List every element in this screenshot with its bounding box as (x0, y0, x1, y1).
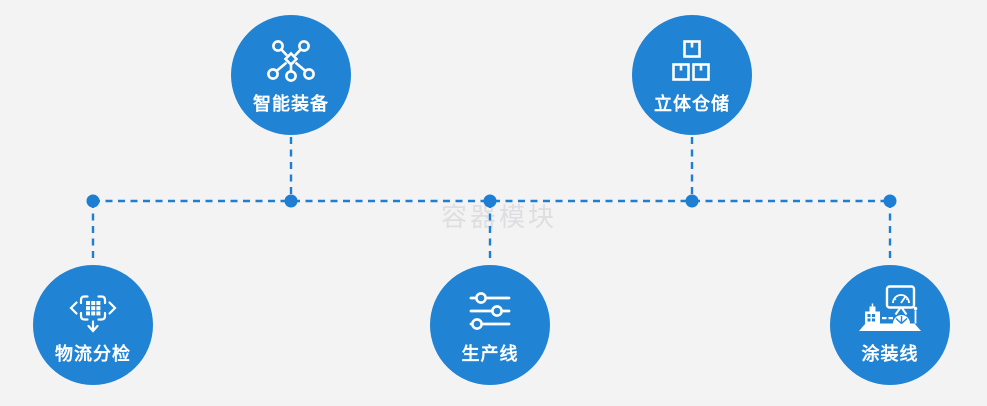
stacked-boxes-icon (670, 37, 714, 85)
network-nodes-icon (267, 37, 315, 85)
junction-dot (86, 194, 100, 208)
watermark: 容器模块 (441, 203, 558, 233)
node-label: 物流分检 (55, 343, 131, 365)
junction-dot (483, 194, 497, 208)
junction-dot (685, 194, 699, 208)
sliders-icon (468, 287, 512, 335)
junction-dot (284, 194, 298, 208)
junction-dot (883, 194, 897, 208)
node-coating-line[interactable]: 涂装线 (830, 265, 950, 385)
node-production-line[interactable]: 生产线 (430, 265, 550, 385)
node-label: 生产线 (461, 343, 519, 365)
sorting-arrows-icon (69, 287, 117, 335)
node-logistics-sorting[interactable]: 物流分检 (33, 265, 153, 385)
node-label: 涂装线 (861, 343, 919, 365)
node-smart-equipment[interactable]: 智能装备 (231, 15, 351, 135)
node-label: 智能装备 (253, 93, 329, 115)
node-label: 立体仓储 (654, 93, 730, 115)
machine-station-icon (858, 284, 922, 335)
node-stereoscopic-warehouse[interactable]: 立体仓储 (632, 15, 752, 135)
